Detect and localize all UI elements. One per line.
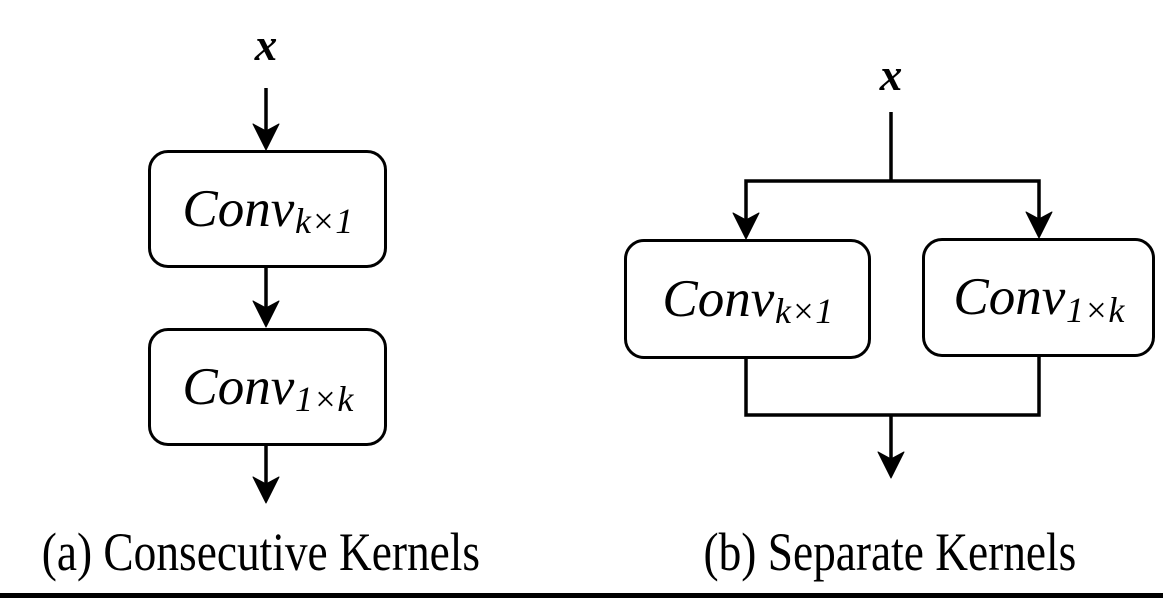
- panel-a-conv-1xk-box: Conv1×k: [148, 328, 387, 446]
- panel-b-left-arrowhead-icon: [732, 212, 760, 240]
- panel-b-caption: (b) Separate Kernels: [703, 522, 1077, 582]
- panel-b-conv-1xk-box: Conv1×k: [922, 238, 1155, 357]
- panel-a-conv-1xk-label: Conv1×k: [182, 357, 354, 420]
- panel-b-conv-1xk-label: Conv1×k: [953, 268, 1125, 330]
- panel-b-input-label: x: [879, 50, 903, 100]
- panel-b-output-arrowhead-icon: [877, 451, 905, 479]
- panel-b-split-line: [744, 179, 1041, 225]
- panel-a-input-arrowhead-icon: [252, 123, 280, 151]
- panel-b-merge-line: [744, 357, 1041, 417]
- panel-a-output-arrowhead-icon: [252, 476, 280, 504]
- panel-b-conv-kx1-label: Convk×1: [662, 269, 834, 332]
- panel-a-middle-arrowhead-icon: [252, 300, 280, 328]
- panel-a-conv-kx1-box: Convk×1: [148, 150, 387, 268]
- panel-a-conv-kx1-label: Convk×1: [182, 179, 354, 242]
- panel-b-conv-kx1-box: Convk×1: [624, 239, 871, 359]
- panel-a-caption: (a) Consecutive Kernels: [41, 522, 481, 582]
- bottom-rule: [0, 593, 1163, 598]
- panel-a-input-label: x: [254, 20, 278, 70]
- panel-b-right-arrowhead-icon: [1025, 211, 1053, 239]
